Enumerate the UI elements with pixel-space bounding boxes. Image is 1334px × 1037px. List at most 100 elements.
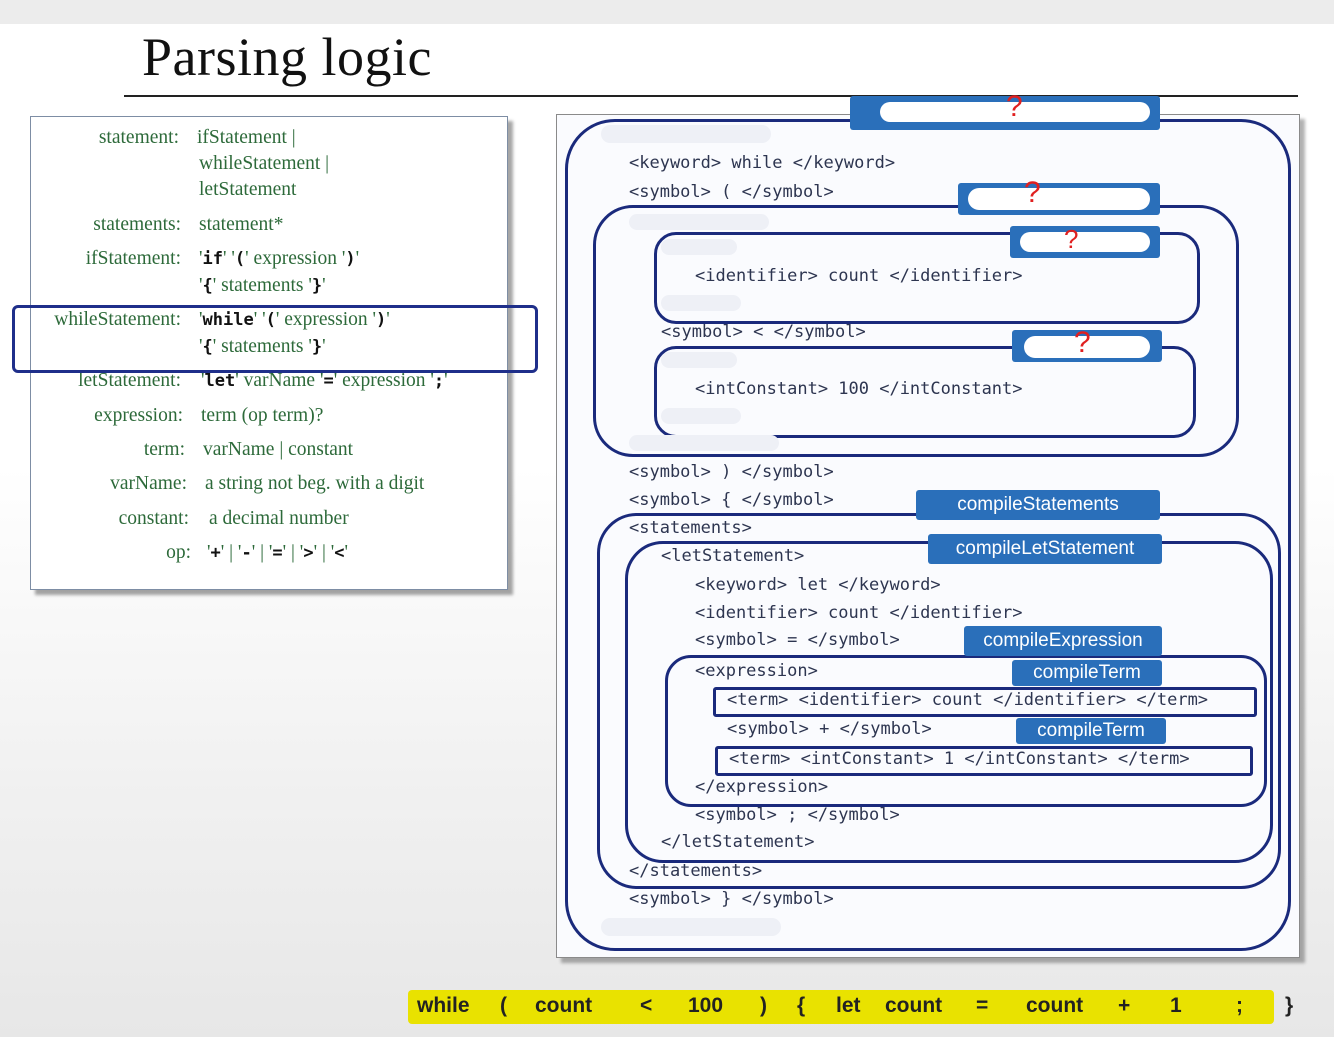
label-compile-term-a: compileTerm [1012, 660, 1162, 686]
grammar-text: ' | ' [220, 542, 242, 563]
rule-name-constant: constant: [118, 508, 189, 529]
term-100-box [654, 346, 1196, 438]
xml-keyword-while: <keyword> while </keyword> [629, 153, 896, 173]
redacted-tag [601, 125, 771, 143]
xml-statements-close: </statements> [629, 861, 763, 881]
xml-symbol-semicolon: <symbol> ; </symbol> [695, 805, 900, 825]
grammar-text: ' [322, 275, 326, 296]
grammar-text: ' | ' [313, 542, 335, 563]
term-1-row-box [715, 746, 1253, 776]
grammar-text: ' | ' [251, 542, 273, 563]
terminal-token: } [311, 276, 323, 296]
grammar-text: ' [386, 309, 390, 330]
top-strip [0, 0, 1334, 24]
rule-body-line: statement* [199, 214, 284, 235]
source-token: ( [500, 994, 507, 1017]
grammar-text: ' ' [253, 309, 266, 330]
terminal-token: } [311, 337, 323, 357]
terminal-token: - [241, 543, 252, 563]
grammar-text: ' [444, 370, 448, 391]
condition-expression-box [593, 205, 1239, 457]
redacted-tag [661, 239, 737, 255]
xml-symbol-rbrace: <symbol> } </symbol> [629, 889, 834, 909]
xml-expression-open: <expression> [695, 661, 818, 681]
xml-statements-open: <statements> [629, 518, 752, 538]
scribble-mask [880, 102, 1150, 122]
xml-identifier-count: <identifier> count </identifier> [695, 266, 1023, 286]
xml-keyword-let: <keyword> let </keyword> [695, 575, 941, 595]
while-rule-highlight [12, 305, 538, 373]
grammar-text: ' expression ' [245, 248, 346, 269]
rule-body-if-line2: '{' statements '}' [199, 275, 326, 297]
xml-identifier-count-2: <identifier> count </identifier> [695, 603, 1023, 623]
label-compile-expression: compileExpression [964, 626, 1162, 656]
terminal-token: let [204, 371, 236, 391]
let-expression-box [665, 655, 1267, 807]
grammar-text: ' [199, 309, 203, 330]
grammar-text: ' expression ' [275, 309, 377, 330]
page-title: Parsing logic [142, 27, 432, 87]
rule-name-term: term: [143, 439, 185, 460]
grammar-text: ' statements ' [212, 336, 312, 357]
grammar-text: ' [322, 336, 326, 357]
redacted-tag [661, 295, 741, 311]
xml-term-1: <term> <intConstant> 1 </intConstant> </… [729, 749, 1190, 769]
label-compile-let-statement: compileLetStatement [928, 534, 1162, 564]
source-token: 1 [1170, 994, 1182, 1017]
terminal-token: { [202, 276, 213, 296]
rule-name-whilestatement: whileStatement: [54, 309, 181, 330]
xml-symbol-lparen: <symbol> ( </symbol> [629, 182, 834, 202]
grammar-text: ' [207, 542, 211, 563]
terminal-token: while [202, 310, 254, 330]
grammar-text: ' varName ' [235, 370, 324, 391]
terminal-token: if [202, 249, 223, 269]
scribble-mask [968, 188, 1150, 210]
rule-name-varname: varName: [110, 473, 187, 494]
terminal-token: < [334, 543, 345, 563]
source-token: = [976, 994, 989, 1017]
grammar-text: ' [199, 248, 203, 269]
scribble-mask [1024, 336, 1150, 358]
source-token: count [535, 994, 593, 1017]
term-count-row-box [713, 687, 1257, 717]
source-token: { [797, 994, 806, 1017]
label-compile-term-b: compileTerm [1016, 718, 1166, 744]
rule-body-line: term (op term)? [201, 405, 324, 426]
terminal-token: = [272, 543, 283, 563]
terminal-token: ; [433, 371, 445, 391]
xml-letstatement-close: </letStatement> [661, 832, 815, 852]
source-token: ) [760, 994, 767, 1017]
rule-body-line: whileStatement | [199, 153, 330, 174]
rule-name-expression: expression: [94, 405, 183, 426]
terminal-token: ) [345, 249, 356, 269]
source-code-highlight [408, 990, 1274, 1024]
grammar-text: ' [199, 275, 203, 296]
rule-body-line: varName | constant [203, 439, 354, 460]
terminal-token: ( [234, 249, 246, 269]
rule-body-op: '+' | '-' | '=' | '>' | '<' [207, 542, 348, 564]
xml-symbol-eq: <symbol> = </symbol> [695, 630, 900, 650]
source-token: let [836, 994, 861, 1017]
grammar-text: ' expression ' [333, 370, 434, 391]
term-count-box [654, 232, 1200, 324]
rule-body-while-line2: '{' statements '}' [199, 336, 326, 358]
grammar-text: ' [199, 336, 203, 357]
xml-expression-close: </expression> [695, 777, 829, 797]
grammar-text: ' ' [223, 248, 235, 269]
grammar-text: ' | ' [282, 542, 304, 563]
question-mark: ? [1024, 176, 1041, 209]
xml-symbol-plus: <symbol> + </symbol> [727, 719, 932, 739]
rule-name-ifstatement: ifStatement: [85, 248, 181, 269]
rule-body-while-line1: 'while' '(' expression ')' [199, 309, 390, 331]
source-token: 100 [688, 994, 724, 1017]
terminal-token: = [323, 371, 334, 391]
rule-name-statement: statement: [98, 127, 179, 148]
grammar-text: ' statements ' [212, 275, 312, 296]
source-token: } [1285, 994, 1294, 1017]
grammar-panel: statement: ifStatement | whileStatement … [30, 116, 508, 590]
grammar-text: ' [201, 370, 205, 391]
source-token: count [1026, 994, 1084, 1017]
rule-name-letstatement: letStatement: [78, 370, 181, 391]
source-token: < [640, 994, 653, 1017]
terminal-token: > [303, 543, 314, 563]
